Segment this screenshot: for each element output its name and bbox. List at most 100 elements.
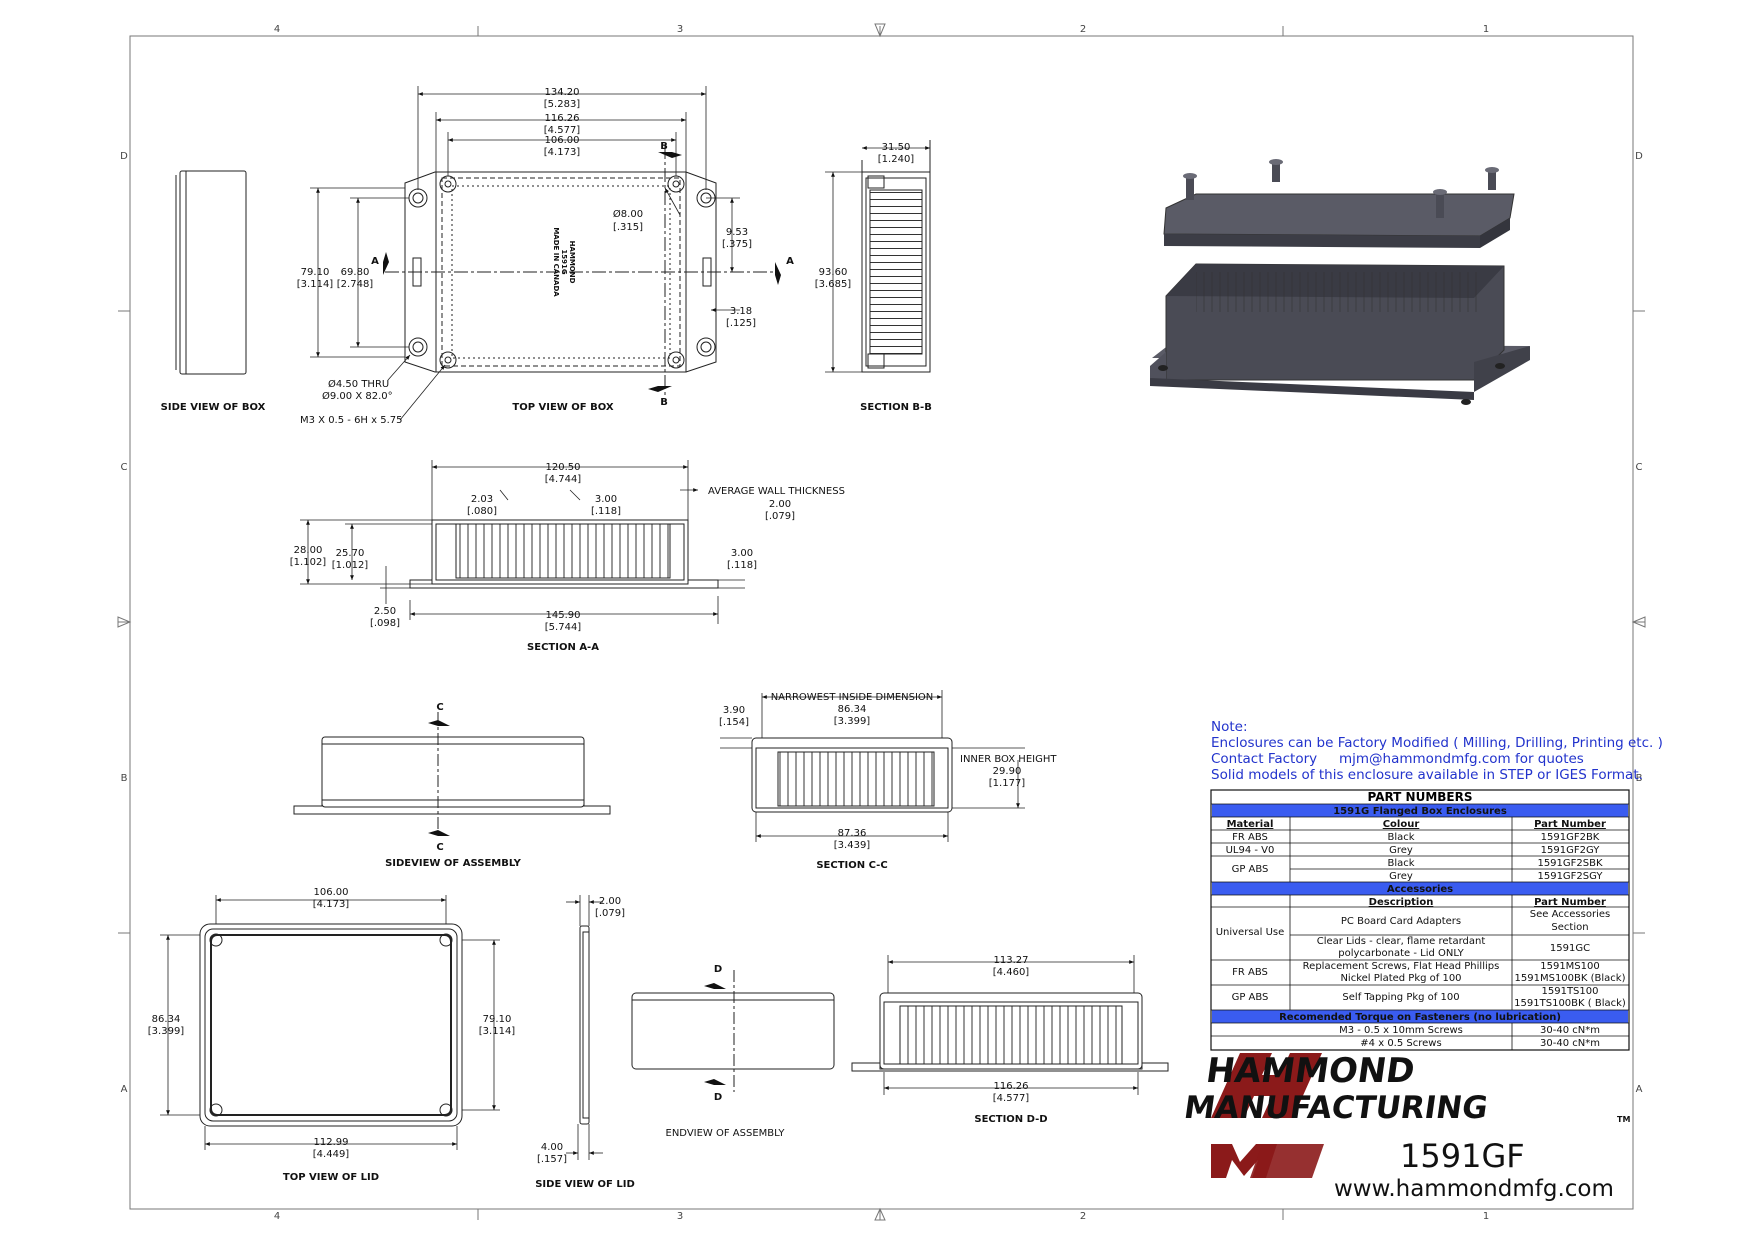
dim-thru-hole: Ø4.50 THRU (328, 378, 389, 390)
brand-trademark: TM (1617, 1115, 1630, 1124)
side-view-of-box (175, 170, 247, 375)
acc-row-4-part-2[interactable]: 1591TS100BK ( Black) (1514, 998, 1626, 1009)
sideview-of-assembly (293, 712, 611, 830)
row-3-colour: Black (1387, 858, 1414, 869)
zone-row-c-right: C (1636, 462, 1643, 473)
dim-31-50: 31.50 (882, 142, 911, 153)
drawing-border (117, 23, 1646, 1221)
zone-col-3-bottom: 3 (677, 1211, 683, 1222)
dim-2-00-wall-inch: [.079] (765, 511, 795, 522)
dim-93-60-inch: [3.685] (815, 279, 852, 290)
acc-row-3-desc-1: Replacement Screws, Flat Head Phillips (1303, 961, 1500, 972)
row-2-part[interactable]: 1591GF2GY (1541, 845, 1601, 856)
title-side-view-of-box: SIDE VIEW OF BOX (161, 402, 266, 413)
hammond-logo-mark (1211, 1053, 1324, 1178)
acc-row-4-part-1[interactable]: 1591TS100 (1542, 986, 1599, 997)
acc-row-1-desc: PC Board Card Adapters (1341, 916, 1461, 927)
acc-row-1-part-2: Section (1551, 922, 1588, 933)
row-4-part[interactable]: 1591GF2SGY (1537, 871, 1603, 882)
row-3-material: GP ABS (1232, 864, 1269, 875)
zone-row-d-left: D (120, 151, 128, 162)
dim-9-53-inch: [.375] (722, 239, 752, 250)
top-view-of-box (385, 145, 775, 395)
acc-row-1-material: Universal Use (1216, 927, 1285, 938)
model-number: 1591GF (1400, 1137, 1525, 1175)
dim-lid-112-99: 112.99 (314, 1137, 349, 1148)
dim-145-90-inch: [5.744] (545, 622, 582, 633)
row-2-material: UL94 - V0 (1226, 845, 1275, 856)
dim-116-26-inch: [4.577] (544, 125, 581, 136)
torque-row-1-value: 30-40 cN*m (1540, 1025, 1600, 1036)
dim-slid-4-00: 4.00 (541, 1142, 563, 1153)
section-marker-c-bottom: C (428, 830, 450, 853)
dim-69-80-inch: [2.748] (337, 279, 374, 290)
zone-row-d-right: D (1635, 151, 1643, 162)
note-line-2-contact: Contact Factory (1211, 751, 1317, 767)
parts-band-enclosures: 1591G Flanged Box Enclosures (1333, 806, 1507, 817)
dim-69-80: 69.80 (341, 267, 370, 278)
section-marker-a-right: A (775, 256, 794, 285)
row-4-colour: Grey (1389, 871, 1413, 882)
section-marker-b-bottom: B (648, 386, 672, 408)
acc-row-3-material: FR ABS (1232, 967, 1268, 978)
website-url[interactable]: www.hammondmfg.com (1334, 1176, 1614, 1202)
dim-113-27: 113.27 (994, 955, 1029, 966)
title-sideview-of-assembly: SIDEVIEW OF ASSEMBLY (385, 858, 522, 869)
col-header-part-number: Part Number (1534, 819, 1606, 830)
row-2-colour: Grey (1389, 845, 1413, 856)
embossed-text: HAMMOND 1591G MADE IN CANADA (552, 227, 576, 297)
parts-band-torque: Recomended Torque on Fasteners (no lubri… (1279, 1012, 1561, 1023)
label-inner-box-height: INNER BOX HEIGHT (960, 754, 1057, 765)
dim-2-00-wall: 2.00 (769, 499, 791, 510)
dim-dd-116-26: 116.26 (994, 1081, 1029, 1092)
zone-col-4-top: 4 (274, 24, 280, 35)
title-section-c-c: SECTION C-C (816, 860, 887, 871)
dim-106-00: 106.00 (545, 135, 580, 146)
dim-3-18-inch: [.125] (726, 318, 756, 329)
dim-9-53: 9.53 (726, 227, 748, 238)
dim-116-26: 116.26 (545, 113, 580, 124)
dim-lid-112-99-inch: [4.449] (313, 1149, 350, 1160)
acc-row-3-part-1[interactable]: 1591MS100 (1540, 961, 1600, 972)
title-section-b-b: SECTION B-B (860, 402, 932, 413)
brand-manufacturing: MANUFACTURING (1182, 1090, 1490, 1126)
dim-134-20-inch: [5.283] (544, 99, 581, 110)
marker-d-top-label: D (714, 964, 722, 975)
section-marker-d-bottom: D (704, 1079, 726, 1103)
zone-col-3-top: 3 (677, 24, 683, 35)
parts-table-title: PART NUMBERS (1368, 790, 1473, 804)
zone-col-2-bottom: 2 (1080, 1211, 1086, 1222)
zone-row-a-left: A (121, 1084, 128, 1095)
dim-93-60: 93.60 (819, 267, 848, 278)
dim-2-03-inch: [.080] (467, 506, 497, 517)
enclosure-3d-render (1150, 159, 1530, 405)
marker-a-left-label: A (371, 256, 379, 267)
zone-row-c-left: C (121, 462, 128, 473)
dim-slid-2-00-inch: [.079] (595, 908, 625, 919)
emboss-line-2: 1591G (560, 249, 568, 274)
acc-row-4-desc: Self Tapping Pkg of 100 (1342, 992, 1459, 1003)
torque-row-1-desc: M3 - 0.5 x 10mm Screws (1339, 1025, 1463, 1036)
dim-slid-4-00-inch: [.157] (537, 1154, 567, 1165)
top-view-of-lid (160, 895, 500, 1150)
dim-87-36-inch: [3.439] (834, 840, 871, 851)
row-1-part[interactable]: 1591GF2BK (1541, 832, 1600, 843)
marker-b-top-label: B (660, 141, 668, 152)
dim-3-90-inch: [.154] (719, 717, 749, 728)
dim-lid-79-10: 79.10 (483, 1014, 512, 1025)
zone-row-b-left: B (121, 773, 128, 784)
dim-86-34-inside-inch: [3.399] (834, 716, 871, 727)
emboss-line-3: MADE IN CANADA (552, 227, 560, 297)
parts-band-accessories: Accessories (1387, 884, 1453, 895)
note-line-2-email[interactable]: mjm@hammondmfg.com for quotes (1339, 751, 1584, 767)
section-marker-b-top: B (658, 141, 682, 158)
section-b-b (825, 140, 931, 373)
acc-row-2-part[interactable]: 1591GC (1550, 943, 1590, 954)
section-marker-d-top: D (704, 964, 726, 989)
title-endview-of-assembly: ENDVIEW OF ASSEMBLY (666, 1128, 786, 1139)
acc-row-2-desc-1: Clear Lids - clear, flame retardant (1317, 936, 1486, 947)
acc-row-3-part-2[interactable]: 1591MS100BK (Black) (1515, 973, 1626, 984)
row-3-part[interactable]: 1591GF2SBK (1537, 858, 1603, 869)
dim-87-36: 87.36 (838, 828, 867, 839)
